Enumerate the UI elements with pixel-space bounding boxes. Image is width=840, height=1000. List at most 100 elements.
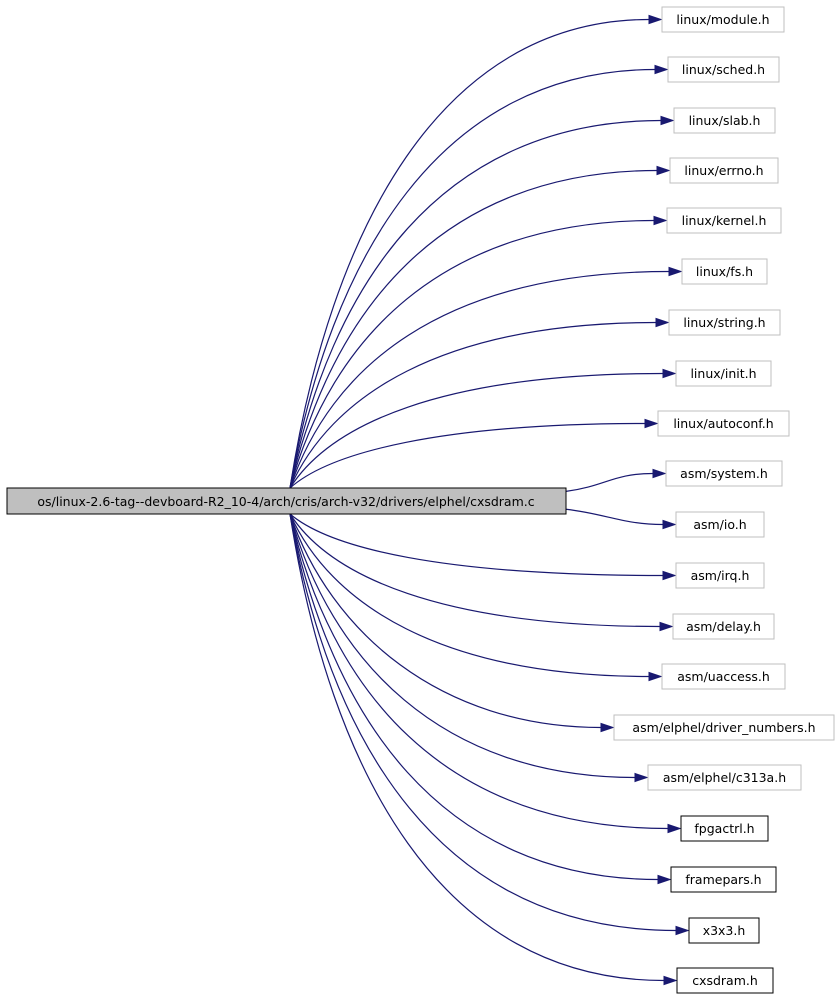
include-node-label: linux/init.h [690, 366, 756, 381]
include-node-linux-errno-h[interactable]: linux/errno.h [669, 157, 779, 184]
arrowhead-icon [600, 722, 615, 733]
source-file-node[interactable]: os/linux-2.6-tag--devboard-R2_10-4/arch/… [6, 487, 567, 515]
arrowhead-icon [667, 823, 682, 834]
include-node-box [670, 866, 777, 893]
include-node-asm-elphel-c313a-h[interactable]: asm/elphel/c313a.h [647, 764, 802, 791]
include-node-linux-fs-h[interactable]: linux/fs.h [681, 258, 768, 285]
include-node-label: fpgactrl.h [694, 821, 754, 836]
edge-to-cxsdram-h [289, 513, 665, 982]
include-node-label: linux/slab.h [689, 113, 761, 128]
edge-to-x3x3-h [289, 513, 677, 932]
include-node-label: framepars.h [685, 872, 761, 887]
include-node-box [669, 157, 779, 184]
include-node-box [668, 309, 781, 336]
include-node-linux-autoconf-h[interactable]: linux/autoconf.h [657, 410, 790, 437]
include-node-box [688, 917, 760, 944]
include-node-label: asm/elphel/c313a.h [663, 770, 786, 785]
include-node-asm-uaccess-h[interactable]: asm/uaccess.h [661, 663, 786, 690]
include-node-box [667, 56, 780, 83]
include-node-label: asm/irq.h [691, 568, 750, 583]
arrowhead-icon [655, 317, 670, 328]
include-node-linux-kernel-h[interactable]: linux/kernel.h [666, 207, 782, 234]
include-node-linux-module-h[interactable]: linux/module.h [661, 6, 785, 33]
include-node-box [681, 258, 768, 285]
arrowhead-icon [668, 266, 683, 277]
include-node-label: asm/delay.h [686, 619, 761, 634]
include-node-box [675, 562, 765, 589]
include-node-box [661, 6, 785, 33]
include-node-x3x3-h[interactable]: x3x3.h [688, 917, 760, 944]
include-node-fpgactrl-h[interactable]: fpgactrl.h [680, 815, 769, 842]
edge-to-asm-irq-h [289, 513, 664, 577]
arrowhead-icon [657, 874, 672, 885]
include-node-box [647, 764, 802, 791]
edge-to-linux-sched-h [289, 68, 656, 489]
include-node-box [675, 511, 765, 538]
arrowhead-icon [648, 14, 663, 25]
edge-to-asm-uaccess-h [289, 513, 650, 678]
include-node-box [666, 207, 782, 234]
edge-to-asm-system-h [565, 472, 654, 492]
include-node-label: asm/system.h [680, 466, 768, 481]
arrowhead-icon [662, 570, 677, 581]
source-file-label: os/linux-2.6-tag--devboard-R2_10-4/arch/… [37, 494, 534, 509]
arrowhead-icon [652, 468, 667, 479]
arrowhead-icon [663, 975, 678, 986]
edge-to-asm-elphel-c313a-h [289, 513, 636, 779]
edges-layer [289, 14, 690, 986]
edge-to-linux-errno-h [289, 169, 658, 489]
edge-to-asm-io-h [565, 508, 664, 526]
edge-to-linux-module-h [289, 18, 650, 489]
include-node-box [672, 613, 775, 640]
include-node-box [661, 663, 786, 690]
edge-to-linux-fs-h [289, 270, 670, 489]
include-node-label: linux/errno.h [684, 163, 763, 178]
include-node-asm-system-h[interactable]: asm/system.h [665, 460, 783, 487]
include-node-linux-sched-h[interactable]: linux/sched.h [667, 56, 780, 83]
edge-to-linux-string-h [289, 321, 657, 489]
include-node-label: linux/module.h [676, 12, 769, 27]
include-node-linux-slab-h[interactable]: linux/slab.h [673, 107, 776, 134]
edge-to-asm-delay-h [289, 513, 661, 628]
include-node-label: linux/sched.h [682, 62, 765, 77]
include-node-box [657, 410, 790, 437]
arrowhead-icon [654, 64, 669, 75]
arrowhead-icon [662, 519, 677, 530]
arrowhead-icon [648, 671, 663, 682]
edge-to-linux-autoconf-h [289, 422, 646, 489]
nodes-layer: os/linux-2.6-tag--devboard-R2_10-4/arch/… [6, 6, 835, 994]
include-node-label: asm/uaccess.h [677, 669, 770, 684]
include-node-label: linux/autoconf.h [673, 416, 773, 431]
arrowhead-icon [656, 165, 671, 176]
include-node-label: asm/elphel/driver_numbers.h [632, 720, 815, 735]
include-node-label: linux/fs.h [696, 264, 753, 279]
include-node-label: linux/string.h [683, 315, 765, 330]
include-node-asm-io-h[interactable]: asm/io.h [675, 511, 765, 538]
arrowhead-icon [660, 115, 675, 126]
arrowhead-icon [634, 772, 649, 783]
include-node-linux-string-h[interactable]: linux/string.h [668, 309, 781, 336]
edge-to-fpgactrl-h [289, 513, 669, 830]
edge-to-linux-kernel-h [289, 219, 655, 489]
edge-to-linux-init-h [289, 372, 664, 489]
arrowhead-icon [675, 925, 690, 936]
arrowhead-icon [662, 368, 677, 379]
include-node-asm-delay-h[interactable]: asm/delay.h [672, 613, 775, 640]
include-node-label: cxsdram.h [692, 973, 758, 988]
include-node-asm-elphel-driver-numbers-h[interactable]: asm/elphel/driver_numbers.h [613, 714, 835, 741]
include-node-label: asm/io.h [693, 517, 746, 532]
include-node-cxsdram-h[interactable]: cxsdram.h [676, 967, 774, 994]
edge-to-framepars-h [289, 513, 659, 881]
arrowhead-icon [644, 418, 659, 429]
include-node-box [680, 815, 769, 842]
include-node-label: linux/kernel.h [682, 213, 767, 228]
include-node-box [613, 714, 835, 741]
arrowhead-icon [653, 215, 668, 226]
include-node-linux-init-h[interactable]: linux/init.h [675, 360, 772, 387]
include-node-box [673, 107, 776, 134]
include-node-framepars-h[interactable]: framepars.h [670, 866, 777, 893]
include-node-asm-irq-h[interactable]: asm/irq.h [675, 562, 765, 589]
include-node-box [676, 967, 774, 994]
edge-to-asm-elphel-driver-numbers-h [289, 513, 602, 729]
